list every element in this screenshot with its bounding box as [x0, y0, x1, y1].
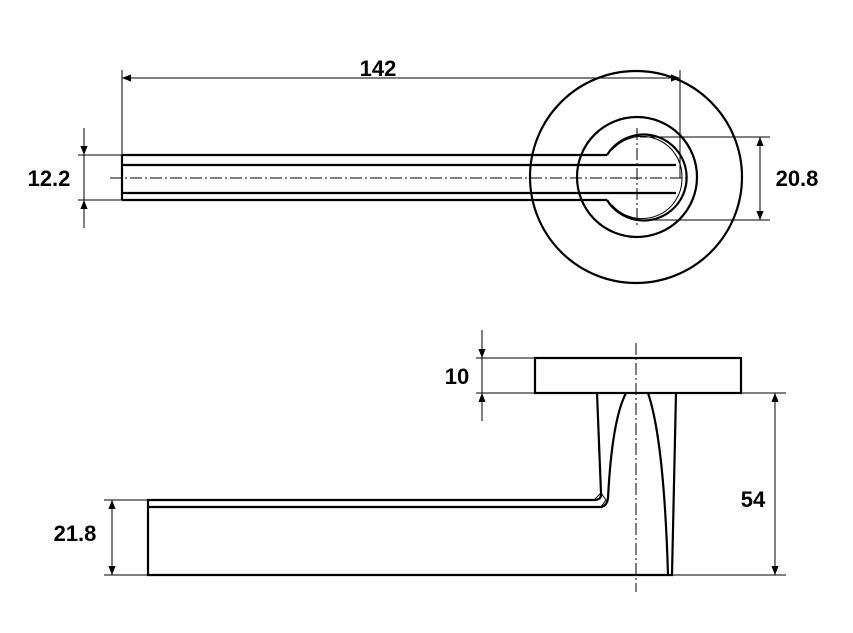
neck-curve — [646, 392, 670, 576]
rose-outer-circle — [528, 69, 744, 285]
neck-inner-arc — [611, 135, 683, 220]
rose-inner-circle — [575, 115, 699, 239]
top-view: 142 12.2 20.8 — [28, 56, 819, 285]
dimension-label-lever-height: 21.8 — [54, 521, 97, 546]
dimension-label-rose: 10 — [445, 364, 469, 389]
lever-outline — [146, 392, 678, 577]
dimension-label-projection: 54 — [741, 487, 766, 512]
lever-inner-edge — [148, 392, 627, 509]
rose-plate — [533, 356, 743, 395]
lever-bend-facet — [593, 492, 607, 508]
dimension-label-width: 12.2 — [28, 166, 71, 191]
dimension-label-length: 142 — [360, 56, 397, 81]
side-view: 10 54 21.8 — [54, 330, 786, 592]
dimension-label-neck: 20.8 — [776, 166, 819, 191]
